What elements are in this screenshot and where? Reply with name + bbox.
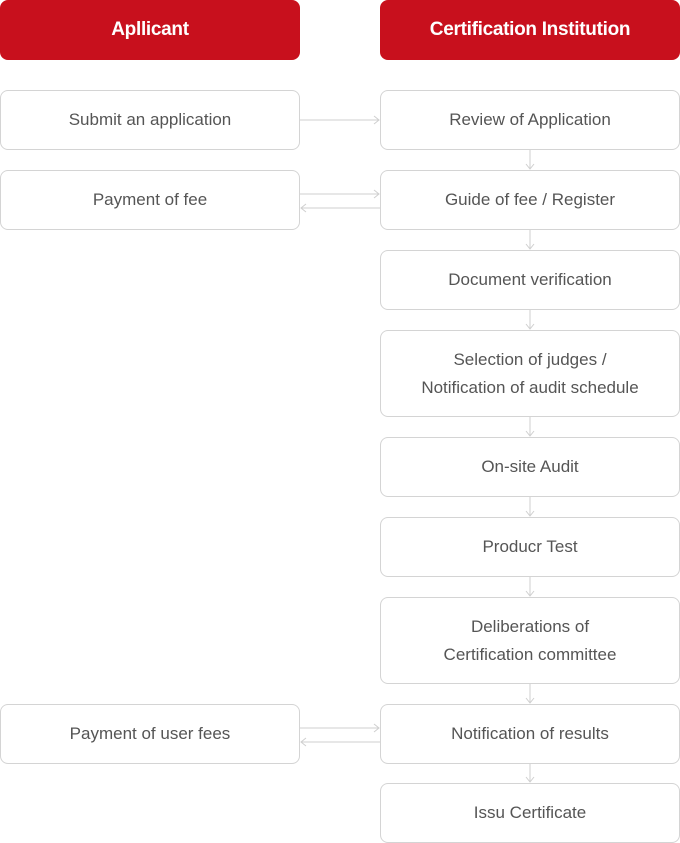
step-issue-certificate: Issu Certificate — [380, 783, 680, 843]
step-label: Issu Certificate — [473, 803, 587, 822]
step-document-verification: Document verification — [380, 250, 680, 310]
step-label-line-1: Selection of judges / — [453, 349, 607, 369]
arrow-down-3 — [525, 310, 535, 330]
institution-header: Certification Institution — [380, 0, 680, 60]
step-label: Producr Test — [482, 537, 578, 556]
arrow-guide-to-payment — [300, 203, 380, 213]
step-label-line-2: Certification committee — [443, 644, 617, 664]
step-label: Review of Application — [449, 110, 611, 129]
step-product-test: Producr Test — [380, 517, 680, 577]
arrow-down-7 — [525, 684, 535, 704]
arrow-submit-to-review — [300, 115, 380, 125]
step-selection-of-judges: Selection of judges / Notification of au… — [380, 330, 680, 417]
arrow-user-fees-to-notification — [300, 723, 380, 733]
step-review-of-application: Review of Application — [380, 90, 680, 150]
step-label: Payment of fee — [92, 190, 208, 209]
step-label: Submit an application — [68, 110, 232, 129]
step-submit-application: Submit an application — [0, 90, 300, 150]
arrow-notification-to-user-fees — [300, 737, 380, 747]
arrow-payment-to-guide — [300, 189, 380, 199]
step-label: Payment of user fees — [69, 724, 231, 743]
step-deliberations: Deliberations of Certification committee — [380, 597, 680, 684]
arrow-down-6 — [525, 577, 535, 597]
step-on-site-audit: On-site Audit — [380, 437, 680, 497]
arrow-down-8 — [525, 764, 535, 783]
step-payment-of-fee: Payment of fee — [0, 170, 300, 230]
step-label: Guide of fee / Register — [444, 190, 616, 209]
step-label: Document verification — [448, 270, 612, 289]
step-label: Notification of results — [451, 724, 609, 743]
arrow-down-2 — [525, 230, 535, 250]
arrow-down-1 — [525, 150, 535, 170]
step-guide-of-fee-register: Guide of fee / Register — [380, 170, 680, 230]
step-label-line-2: Notification of audit schedule — [421, 377, 639, 397]
step-payment-of-user-fees: Payment of user fees — [0, 704, 300, 764]
step-notification-of-results: Notification of results — [380, 704, 680, 764]
applicant-header: Apllicant — [0, 0, 300, 60]
step-label-line-1: Deliberations of — [470, 616, 590, 636]
step-label: On-site Audit — [481, 457, 579, 476]
arrow-down-5 — [525, 497, 535, 517]
arrow-down-4 — [525, 417, 535, 437]
